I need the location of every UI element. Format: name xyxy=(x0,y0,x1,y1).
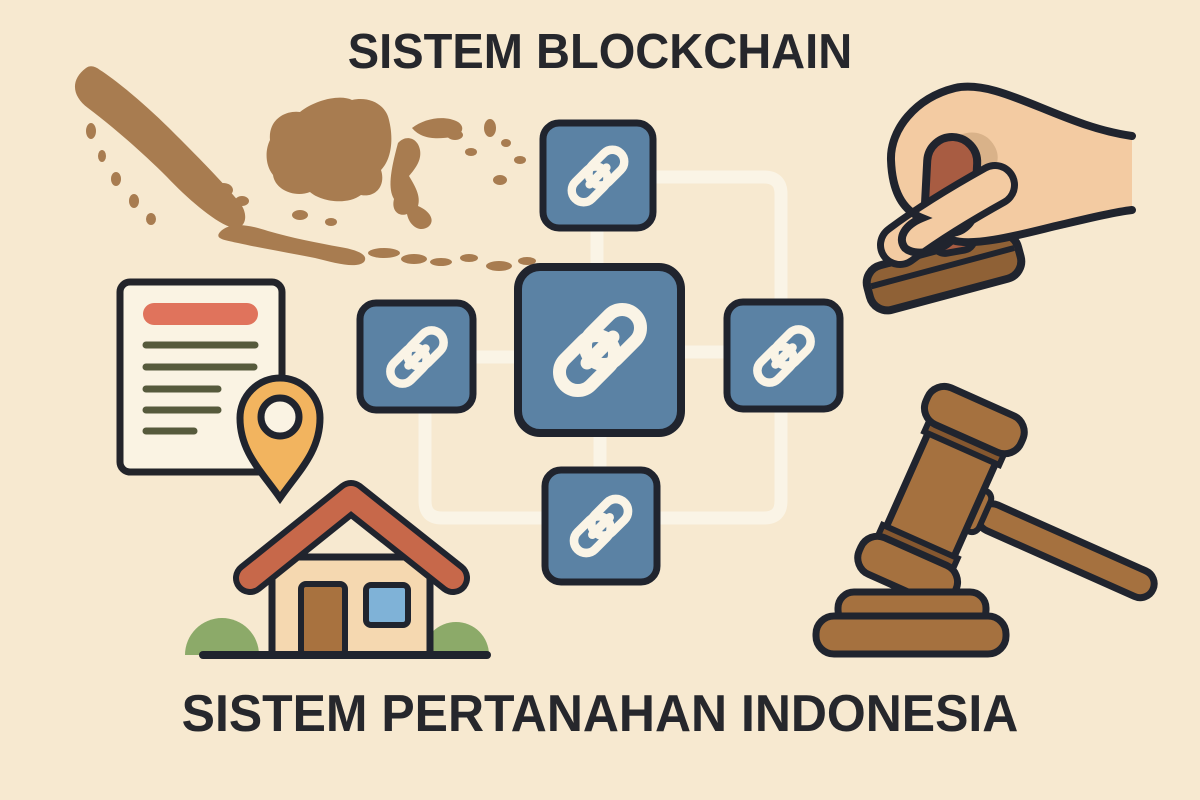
document-title-bar xyxy=(143,303,258,325)
house-window xyxy=(363,582,411,628)
blockchain-node-right xyxy=(723,298,844,413)
bush-left xyxy=(185,618,259,655)
sound-block xyxy=(812,588,1010,658)
blockchain-network xyxy=(356,119,844,586)
indonesia-map-icon xyxy=(74,66,536,271)
gavel-icon xyxy=(812,382,1158,658)
hand-stamp-icon xyxy=(862,82,1136,315)
blockchain-node-top xyxy=(539,119,657,232)
blockchain-node-left xyxy=(356,299,477,414)
hand-outline xyxy=(886,82,1136,257)
blockchain-node-bottom xyxy=(541,466,661,586)
blockchain-node-center xyxy=(514,263,685,437)
land-certificate-document xyxy=(116,278,324,505)
location-pin-icon xyxy=(236,374,324,505)
gavel-handle xyxy=(974,500,1158,602)
gavel-head-and-handle xyxy=(854,382,1158,608)
main-title: SISTEM BLOCKCHAIN xyxy=(347,25,853,79)
house-door xyxy=(298,581,348,658)
thumb xyxy=(884,169,1011,261)
network-connection-lines xyxy=(418,170,788,525)
hand xyxy=(877,82,1136,268)
subtitle: SISTEM PERTANAHAN INDONESIA xyxy=(181,685,1019,743)
house-icon xyxy=(185,480,491,659)
document-text-lines xyxy=(142,341,259,435)
house-roof xyxy=(233,480,470,595)
bush-right xyxy=(423,622,489,655)
